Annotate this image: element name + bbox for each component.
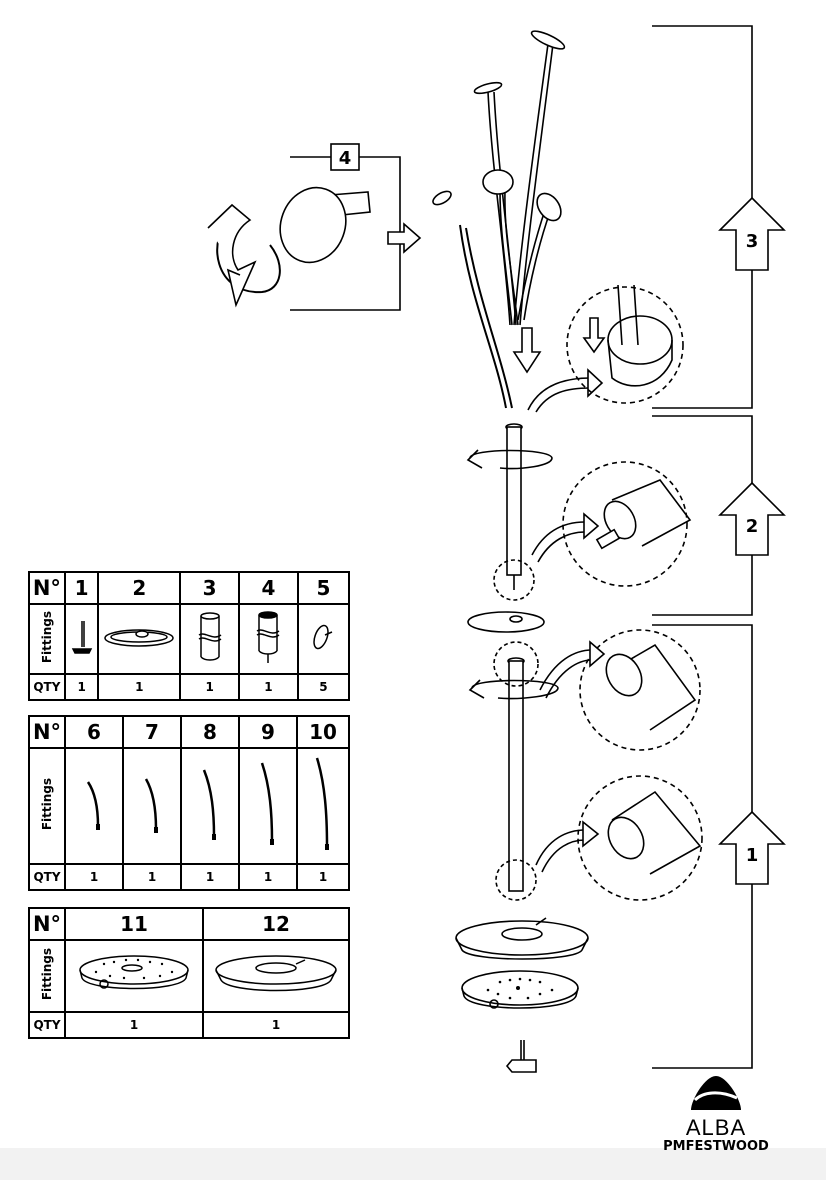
header-label: N°	[28, 571, 66, 605]
part-11-illustration	[64, 939, 204, 1013]
part-number: 7	[122, 715, 182, 749]
brand-block: ALBA PMFESTWOOD	[650, 1074, 782, 1156]
part-4-illustration	[238, 603, 299, 675]
parts-table-3: N° 11 12 Fittings QTY 1 1	[28, 907, 350, 1039]
qty-label: QTY	[28, 673, 66, 701]
qty-value: 1	[296, 863, 350, 891]
qty-value: 1	[238, 863, 298, 891]
part-1-illustration	[63, 603, 100, 675]
part-9-illustration	[238, 747, 298, 865]
part-12-illustration	[202, 939, 350, 1013]
step-1-arrow	[718, 810, 786, 885]
part-number: 8	[180, 715, 240, 749]
qty-value: 1	[180, 863, 240, 891]
qty-value: 5	[296, 673, 351, 701]
header-label: N°	[28, 907, 66, 941]
part-number: 5	[296, 571, 351, 605]
step-3-label: 3	[746, 231, 759, 252]
qty-value: 1	[238, 673, 299, 701]
part-2-illustration	[97, 603, 182, 675]
step-2-label: 2	[746, 516, 759, 537]
qty-value: 1	[97, 673, 182, 701]
parts-table-1: N° 1 2 3 4 5 Fittings QTY 1 1 1 1 5	[28, 571, 351, 701]
part-number: 3	[179, 571, 241, 605]
part-number: 10	[296, 715, 350, 749]
qty-value: 1	[122, 863, 182, 891]
qty-value: 1	[63, 673, 100, 701]
header-label: N°	[28, 715, 66, 749]
part-6-illustration	[64, 747, 124, 865]
step-3-arrow	[718, 196, 786, 271]
brand-name: ALBA	[685, 1115, 747, 1140]
step-4-arrow	[387, 222, 422, 254]
fittings-label: Fittings	[40, 777, 54, 831]
part-number: 4	[238, 571, 299, 605]
fittings-label: Fittings	[39, 610, 54, 664]
step-4-label: 4	[339, 148, 352, 169]
page-bottom-band	[0, 1148, 826, 1180]
brand-model: PMFESTWOOD	[663, 1139, 769, 1154]
part-number: 1	[63, 571, 100, 605]
parts-table-2: N° 6 7 8 9 10 Fittings QTY 1 1 1 1 1	[28, 715, 350, 891]
qty-label: QTY	[28, 863, 66, 891]
part-8-illustration	[180, 747, 240, 865]
part-10-illustration	[296, 747, 350, 865]
part-5-illustration	[296, 603, 351, 675]
part-number: 12	[202, 907, 350, 941]
qty-label: QTY	[28, 1011, 66, 1039]
step-1-label: 1	[746, 845, 759, 866]
part-7-illustration	[122, 747, 182, 865]
qty-value: 1	[202, 1011, 350, 1039]
part-number: 6	[64, 715, 124, 749]
part-number: 9	[238, 715, 298, 749]
step-4-box	[330, 143, 360, 171]
part-number: 11	[64, 907, 204, 941]
part-3-illustration	[179, 603, 241, 675]
qty-value: 1	[179, 673, 241, 701]
part-number: 2	[97, 571, 182, 605]
fittings-label: Fittings	[40, 947, 54, 1001]
qty-value: 1	[64, 1011, 204, 1039]
qty-value: 1	[64, 863, 124, 891]
step-2-arrow	[718, 481, 786, 556]
brand-logo-icon	[691, 1076, 741, 1110]
